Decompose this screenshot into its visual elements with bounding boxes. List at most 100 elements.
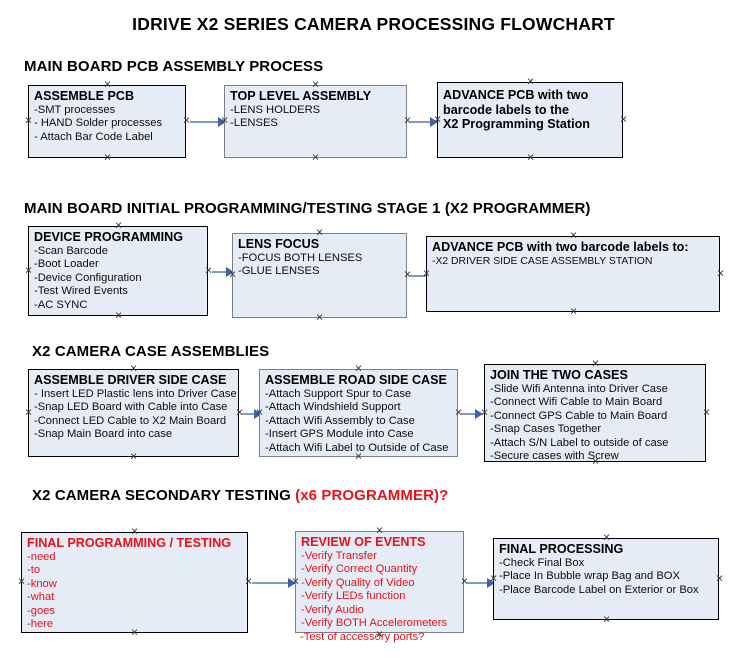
box-header: LENS FOCUS (238, 237, 320, 251)
selection-handle[interactable] (228, 271, 237, 280)
selection-handle[interactable] (569, 308, 578, 317)
selection-handle[interactable] (602, 534, 611, 543)
box-item: -FOCUS BOTH LENSES (238, 251, 363, 264)
section-heading-accent: (x6 PROGRAMMER)? (295, 487, 449, 504)
box-item: -LENS HOLDERS (230, 103, 321, 116)
box-item: ADVANCE PCB with two (443, 88, 589, 102)
selection-handle[interactable] (129, 453, 138, 462)
selection-handle[interactable] (619, 116, 628, 125)
selection-handle[interactable] (255, 409, 264, 418)
selection-handle[interactable] (591, 458, 600, 467)
page-title: IDRIVE X2 SERIES CAMERA PROCESSING FLOWC… (132, 14, 615, 34)
selection-handle[interactable] (354, 365, 363, 374)
selection-handle[interactable] (130, 629, 139, 638)
box-item: -know (27, 577, 57, 590)
box-item: -LENSES (230, 117, 278, 130)
box-header: ASSEMBLE DRIVER SIDE CASE (34, 373, 227, 387)
selection-handle[interactable] (702, 409, 711, 418)
selection-handle[interactable] (354, 453, 363, 462)
box-item: -Secure cases with Screw (490, 450, 619, 463)
box-header: ASSEMBLE PCB (34, 89, 135, 103)
box-item: -Test Wired Events (34, 285, 128, 298)
selection-handle[interactable] (291, 578, 300, 587)
selection-handle[interactable] (375, 631, 384, 640)
box-header: REVIEW OF EVENTS (301, 535, 426, 549)
section-heading-text: X2 CAMERA SECONDARY TESTING (32, 487, 296, 504)
box-item: -Verify BOTH Accelerometers (301, 617, 448, 630)
selection-handle[interactable] (315, 229, 324, 238)
box-item-overflow: -Test of accessory ports? (300, 631, 425, 643)
selection-handle[interactable] (526, 154, 535, 163)
section-heading-x2-camera-case-assemblies: X2 CAMERA CASE ASSEMBLIES (32, 343, 269, 360)
box-assemble-pcb[interactable]: ASSEMBLE PCB -SMT processes - HAND Solde… (28, 85, 186, 158)
box-header: FINAL PROGRAMMING / TESTING (27, 536, 232, 550)
box-item: -Scan Barcode (34, 244, 109, 257)
selection-handle[interactable] (311, 81, 320, 90)
selection-handle[interactable] (602, 616, 611, 625)
box-item: -Attach Support Spur to Case (265, 387, 412, 400)
selection-handle[interactable] (103, 154, 112, 163)
selection-handle[interactable] (591, 360, 600, 369)
box-item: -Place Barcode Label on Exterior or Box (499, 583, 699, 596)
box-device-programming[interactable]: DEVICE PROGRAMMING -Scan Barcode -Boot L… (28, 226, 208, 316)
selection-handle[interactable] (715, 575, 724, 584)
selection-handle[interactable] (130, 528, 139, 537)
selection-handle[interactable] (569, 232, 578, 241)
box-lens-focus[interactable]: LENS FOCUS -FOCUS BOTH LENSES -GLUE LENS… (232, 233, 407, 318)
box-final-processing[interactable]: FINAL PROCESSING -Check Final Box -Place… (493, 538, 719, 620)
selection-handle[interactable] (220, 117, 229, 126)
connector-line (410, 275, 427, 277)
selection-handle[interactable] (489, 575, 498, 584)
selection-handle[interactable] (24, 267, 33, 276)
box-header: DEVICE PROGRAMMING (34, 230, 184, 244)
box-item: -Attach Wifi Label to Outside of Case (265, 441, 449, 454)
box-item: -Connect LED Cable to X2 Main Board (34, 414, 227, 427)
selection-handle[interactable] (716, 270, 725, 279)
box-item: X2 Programming Station (443, 117, 590, 131)
box-item: -need (27, 550, 56, 563)
box-item: -Snap Main Board into case (34, 428, 173, 441)
box-header: FINAL PROCESSING (499, 542, 624, 556)
box-assemble-driver-side-case[interactable]: ASSEMBLE DRIVER SIDE CASE - Insert LED P… (28, 369, 239, 457)
box-header: TOP LEVEL ASSEMBLY (230, 89, 372, 103)
box-item: -to (27, 564, 41, 577)
box-item: - HAND Solder processes (34, 117, 163, 130)
selection-handle[interactable] (24, 409, 33, 418)
box-item: -Connect Wifi Cable to Main Board (490, 396, 663, 409)
box-top-level-assembly[interactable]: TOP LEVEL ASSEMBLY -LENS HOLDERS -LENSES (224, 85, 407, 158)
selection-handle[interactable] (114, 222, 123, 231)
selection-handle[interactable] (129, 365, 138, 374)
selection-handle[interactable] (422, 270, 431, 279)
box-item: -goes (27, 604, 55, 617)
selection-handle[interactable] (480, 409, 489, 418)
box-item: -Device Configuration (34, 271, 142, 284)
box-item: -GLUE LENSES (238, 265, 320, 278)
box-advance-pcb-to-x2-programming-station[interactable]: ADVANCE PCB with two barcode labels to t… (437, 82, 623, 158)
box-item: -Attach Wifi Assembly to Case (265, 414, 415, 427)
selection-handle[interactable] (24, 117, 33, 126)
box-assemble-road-side-case[interactable]: ASSEMBLE ROAD SIDE CASE -Attach Support … (259, 369, 458, 457)
selection-handle[interactable] (17, 578, 26, 587)
section-heading-main-board-initial-programming-testing-stage-1: MAIN BOARD INITIAL PROGRAMMING/TESTING S… (24, 200, 591, 217)
box-review-of-events[interactable]: REVIEW OF EVENTS -Verify Transfer -Verif… (295, 531, 464, 633)
box-item: -what (27, 591, 55, 604)
selection-handle[interactable] (315, 314, 324, 323)
selection-handle[interactable] (114, 312, 123, 321)
box-header: ADVANCE PCB with two barcode labels to: (432, 240, 689, 254)
selection-handle[interactable] (103, 81, 112, 90)
box-item: - Attach Bar Code Label (34, 130, 153, 143)
selection-handle[interactable] (433, 116, 442, 125)
box-item: -AC SYNC (34, 298, 88, 311)
selection-handle[interactable] (375, 527, 384, 536)
box-final-programming-testing[interactable]: FINAL PROGRAMMING / TESTING -need -to -k… (21, 532, 248, 633)
selection-handle[interactable] (526, 78, 535, 87)
box-item: -here (27, 618, 54, 631)
box-item: -Snap LED Board with Cable into Case (34, 401, 228, 414)
box-item: -Verify Quality of Video (301, 576, 415, 589)
box-join-the-two-cases[interactable]: JOIN THE TWO CASES -Slide Wifi Antenna i… (484, 364, 706, 462)
selection-handle[interactable] (311, 154, 320, 163)
connector-line (252, 582, 289, 584)
box-advance-pcb-to-driver-side-case-assembly-station[interactable]: ADVANCE PCB with two barcode labels to: … (426, 236, 720, 312)
box-item: -Verify Correct Quantity (301, 563, 418, 576)
connector-line (212, 271, 227, 273)
